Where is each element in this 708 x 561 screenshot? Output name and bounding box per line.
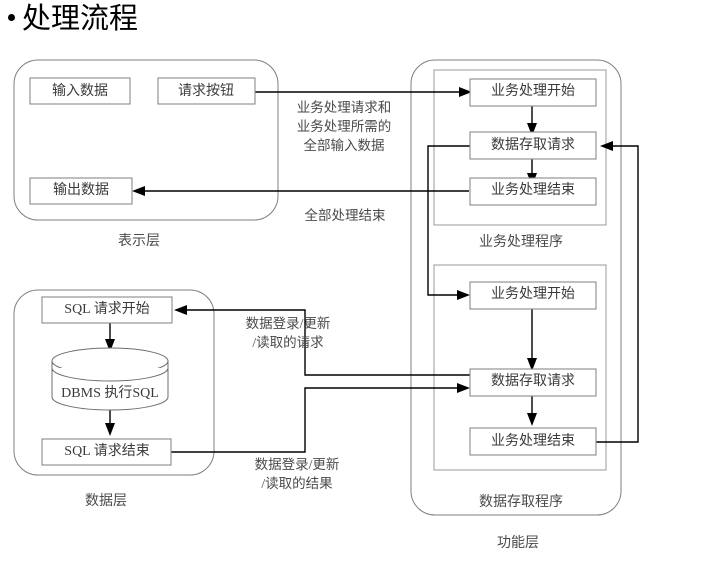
node-biz-end-1[interactable]: [469, 177, 597, 206]
edge-label-request-line2: 业务处理所需的: [297, 119, 392, 134]
edge-label-request-line1: 业务处理请求和: [297, 100, 392, 115]
edge-label-all-processing-done: 全部处理结束: [305, 207, 386, 223]
connector-dar2-to-sqlstart: [182, 309, 470, 376]
arrowhead-dbms-top: [105, 339, 115, 352]
node-sql-request-end[interactable]: [41, 438, 172, 466]
node-dbms-cylinder[interactable]: DBMS 执行SQL: [51, 347, 169, 411]
connector-bizend2-to-dar1-return: [596, 145, 639, 443]
arrowhead-dar2-top: [527, 358, 537, 371]
node-data-access-request-1-label: 数据存取请求: [491, 137, 575, 153]
arrowhead-bizstart1-in: [459, 87, 472, 97]
group-function-layer-label: 功能层: [497, 535, 539, 551]
group-presentation-layer-label: 表示层: [118, 233, 160, 249]
node-biz-start-2[interactable]: [469, 281, 597, 310]
edge-label-db-request-line1: 数据登录/更新: [246, 316, 331, 331]
node-sql-request-end-label: SQL 请求结束: [64, 443, 149, 459]
arrowhead-sqlstart-in: [174, 305, 187, 315]
node-data-access-request-1[interactable]: [469, 131, 597, 160]
arrowhead-bizend2-top: [527, 413, 537, 426]
dbms-cylinder-rim: [51, 367, 169, 382]
node-data-access-request-2[interactable]: [469, 368, 597, 397]
arrowhead-bizstart2-in: [457, 290, 470, 300]
page-title-text: 处理流程: [22, 1, 139, 35]
node-request-button-label: 请求按钮: [178, 83, 234, 99]
edge-label-db-result-line1: 数据登录/更新: [255, 457, 340, 472]
page-title: 处理流程: [8, 2, 138, 35]
group-data-access-program-label: 数据存取程序: [479, 494, 563, 510]
bullet-dot-icon: [8, 14, 15, 21]
node-input-data[interactable]: [29, 77, 131, 105]
edge-label-request-line3: 全部输入数据: [304, 137, 385, 153]
arrowhead-output-in: [132, 186, 145, 196]
node-biz-start-1[interactable]: [469, 78, 597, 107]
node-biz-start-2-label: 业务处理开始: [491, 286, 575, 302]
node-sql-request-start-label: SQL 请求开始: [64, 301, 149, 317]
edge-label-db-result-line2: /读取的结果: [261, 476, 333, 491]
arrowhead-dar1-top: [527, 123, 537, 136]
node-output-data-label: 输出数据: [53, 182, 109, 198]
node-sql-request-start[interactable]: [41, 296, 173, 324]
node-input-data-label: 输入数据: [52, 83, 108, 99]
connector-dar1-to-bizstart2: [427, 145, 470, 296]
node-biz-end-1-label: 业务处理结束: [491, 182, 575, 198]
node-data-access-request-2-label: 数据存取请求: [491, 373, 575, 389]
node-output-data[interactable]: [29, 177, 133, 205]
group-business-program-label: 业务处理程序: [479, 234, 563, 250]
node-biz-start-1-label: 业务处理开始: [491, 83, 575, 99]
arrowhead-dar1-right-in: [600, 141, 613, 151]
node-biz-end-2[interactable]: [469, 427, 597, 456]
edge-label-db-request-line2: /读取的请求: [252, 335, 324, 350]
connector-sqlend-to-dar2: [171, 387, 462, 453]
node-biz-end-2-label: 业务处理结束: [491, 433, 575, 449]
group-data-layer-label: 数据层: [85, 493, 127, 509]
node-request-button[interactable]: [157, 77, 256, 105]
node-dbms-cylinder-label: DBMS 执行SQL: [61, 385, 159, 401]
arrowhead-sqlend-top: [105, 423, 115, 436]
arrowhead-dar2-left-in: [457, 383, 470, 393]
